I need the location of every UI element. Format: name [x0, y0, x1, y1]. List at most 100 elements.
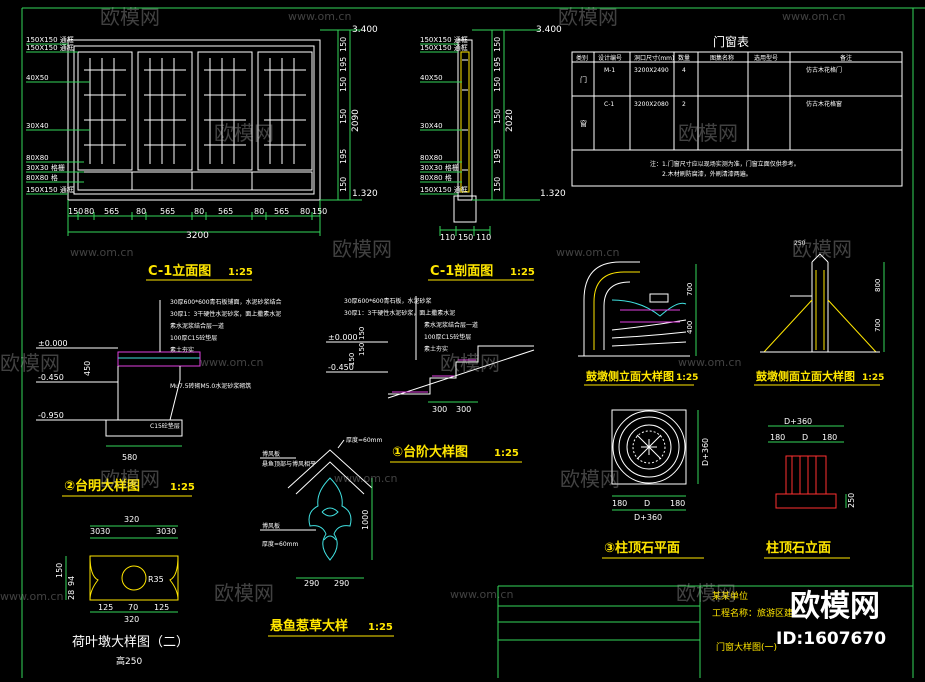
row-1-size: 3200X2080 [634, 101, 669, 108]
c1-label-2: 40X50 [26, 74, 49, 82]
table-note-0: 注：1.门窗尺寸应以现场实测为准，门窗立面仅供参考。 [650, 160, 800, 168]
brand-logo-text: 欧模网 [790, 589, 880, 624]
colelev-dim-2: 180 [822, 433, 837, 442]
drawing-frame [21, 7, 925, 678]
watermark-brand: 欧模网 [678, 121, 738, 145]
th-2: 洞口尺寸(mm) [634, 54, 674, 62]
column-plan-detail: 180 D 180 D+360 D+360 ③柱顶石平面 [602, 409, 710, 559]
c1s-rdim-2: 150 [493, 77, 502, 92]
platform-level-2: -0.950 [38, 411, 64, 420]
fish-label-1: 博风板 [262, 450, 280, 458]
c1s-level-top: 3.400 [536, 25, 562, 35]
colelev-dim-1: D [802, 433, 808, 442]
c1-section-bottom-dims: 110 150 110 [439, 226, 491, 242]
c1s-level-bottom: 1.320 [540, 189, 566, 199]
c1-label-1: 150X150 通框 [26, 43, 74, 52]
drum-side-top: 250 [794, 240, 806, 247]
c1-bdim-1: 80 [84, 207, 94, 216]
platform-levels: ±0.000 -0.450 -0.950 [36, 339, 118, 421]
brand-id: ID:1607670 [776, 629, 886, 649]
c1-elevation-scale: 1:25 [228, 267, 253, 278]
colplan-dim-2: 180 [670, 499, 685, 508]
c1s-label-5: 30X30 格栅 [420, 163, 459, 172]
th-6: 备注 [840, 54, 852, 62]
step-dim-v1: 150 [358, 327, 366, 340]
step-layer-4: 素土夯实 [424, 345, 448, 353]
c1-rdim-1: 195 [339, 57, 348, 72]
c1-elevation-title: C-1立面图 [148, 263, 211, 279]
title-block: 某某单位 工程名称：旅游区建 门窗大样图(一) [497, 585, 913, 678]
c1-rdim-2: 150 [339, 77, 348, 92]
c1s-bdim-0: 110 [440, 233, 455, 242]
colplan-dim-1: D [644, 499, 650, 508]
column-elev-title: 柱顶石立面 [766, 540, 831, 556]
watermark-site: www.om.cn [450, 588, 513, 601]
lotus-radius: R35 [148, 575, 164, 584]
step-layer-2: 素水泥浆结合层一道 [424, 321, 478, 329]
c1-label-4: 80X80 [26, 154, 49, 162]
fish-label-0: 厚度=60mm [346, 436, 383, 444]
row-1-type: 窗 [580, 119, 587, 128]
drum-front-dim-0: 700 [686, 283, 694, 296]
row-0-type: 门 [580, 75, 587, 84]
watermark-brand: 欧模网 [676, 581, 736, 605]
watermark-site: www.om.cn [70, 246, 133, 259]
c1-bdim-6: 565 [218, 207, 233, 216]
lotus-side-dim-2: 28 [67, 590, 76, 600]
fish-title: 悬鱼惹草大样 [270, 618, 348, 634]
platform-dim-width: 580 [122, 453, 137, 462]
watermark-brand: 欧模网 [558, 5, 618, 29]
platform-layer-0: 30厚600*600青石板铺面，水泥砂浆结合 [170, 298, 282, 306]
column-plan-title: ③柱顶石平面 [604, 540, 680, 556]
fish-dim-height: 1000 [361, 510, 370, 530]
c1-label-5: 30X30 格栅 [26, 163, 65, 172]
c1s-rdim-total: 2020 [505, 109, 515, 132]
c1-section: 150X150 通框 150X150 通框 40X50 30X40 80X80 … [420, 25, 566, 281]
platform-layer-1: 30厚1：3干硬性水泥砂浆，面上撒素水泥 [170, 310, 281, 318]
platform-layer-4: 素土夯实 [170, 346, 194, 354]
platform-layer-labels: 30厚600*600青石板铺面，水泥砂浆结合 30厚1：3干硬性水泥砂浆，面上撒… [150, 298, 282, 430]
c1-rdim-total: 2090 [351, 109, 361, 132]
drum-side-title: 鼓墩侧面立面大样图 [756, 369, 855, 383]
platform-level-1: -0.450 [38, 373, 64, 382]
c1s-rdim-4: 150 [493, 109, 502, 124]
row-1-note: 仿古木花格窗 [806, 100, 842, 108]
step-detail: 30厚600*600青石板，水泥砂浆 30厚1：3干硬性水泥砂浆，面上撒素水泥 … [326, 296, 535, 463]
c1s-bdim-2: 110 [476, 233, 491, 242]
fish-scale: 1:25 [368, 622, 393, 633]
c1-level-top: 3.400 [352, 25, 378, 35]
lotus-bottom-dim-2: 125 [154, 603, 169, 612]
fish-label-4: 厚度=60mm [262, 540, 299, 548]
th-0: 类别 [576, 54, 588, 62]
column-elev-detail: D+360 180 D 180 250 柱顶石立面 [764, 417, 856, 559]
c1s-rdim-6: 150 [493, 177, 502, 192]
drum-side-dim-0: 800 [874, 279, 882, 292]
row-0-size: 3200X2490 [634, 67, 669, 74]
c1-right-dims: 3.400 1.320 150 195 150 2090 150 195 150 [320, 25, 378, 201]
step-dim-0: 300 [432, 405, 447, 414]
drum-front-scale: 1:25 [676, 373, 698, 383]
row-1-code: C-1 [604, 101, 614, 108]
fish-label-3: 博风板 [262, 522, 280, 530]
c1-bdim-7: 80 [254, 207, 264, 216]
c1s-label-7: 150X150 通框 [420, 185, 468, 194]
drum-side-dim-1: 700 [874, 319, 882, 332]
watermark-site: www.om.cn [334, 472, 397, 485]
c1-left-labels: 150X150 通框 150X150 通框 40X50 30X40 80X80 … [26, 35, 90, 195]
row-0-code: M-1 [604, 67, 615, 74]
lotus-top-total: 320 [124, 515, 139, 524]
watermark-site: www.om.cn [782, 10, 845, 23]
c1-section-scale: 1:25 [510, 267, 535, 278]
c1-bdim-total: 3200 [186, 231, 209, 241]
watermark-site: www.om.cn [678, 356, 741, 369]
step-layer-labels: 30厚600*600青石板，水泥砂浆 30厚1：3干硬性水泥砂浆，面上撒素水泥 … [344, 296, 478, 360]
drum-side-detail: 250 800 700 鼓墩侧面立面大样图 1:25 [754, 240, 885, 386]
th-4: 图集名称 [710, 54, 734, 62]
c1-bdim-8: 565 [274, 207, 289, 216]
watermark-brand: 欧模网 [100, 467, 160, 491]
colelev-dim-height: 250 [847, 493, 856, 508]
watermark-brand: 欧模网 [100, 5, 160, 29]
step-level-0: ±0.000 [328, 333, 358, 342]
